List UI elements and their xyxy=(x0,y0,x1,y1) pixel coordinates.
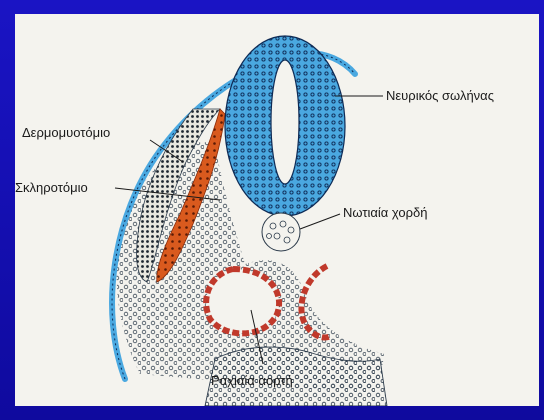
label-dorsal-aorta: Ραχιαία αορτή xyxy=(211,374,293,387)
leader-notochord xyxy=(300,214,340,229)
label-neural-tube: Νευρικός σωλήνας xyxy=(386,89,494,102)
label-notochord: Νωτιαία χορδή xyxy=(343,206,427,219)
notochord xyxy=(262,213,300,251)
dorsal-aorta-left xyxy=(206,269,279,333)
label-sclerotome: Σκληροτόμιο xyxy=(15,181,88,194)
neural-tube xyxy=(225,36,345,216)
diagram-panel: Νευρικός σωλήνας Δερμομυοτόμιο Σκληροτόμ… xyxy=(15,14,539,406)
label-dermomyotome: Δερμομυοτόμιο xyxy=(22,126,110,139)
embryo-cross-section-diagram xyxy=(15,14,539,406)
